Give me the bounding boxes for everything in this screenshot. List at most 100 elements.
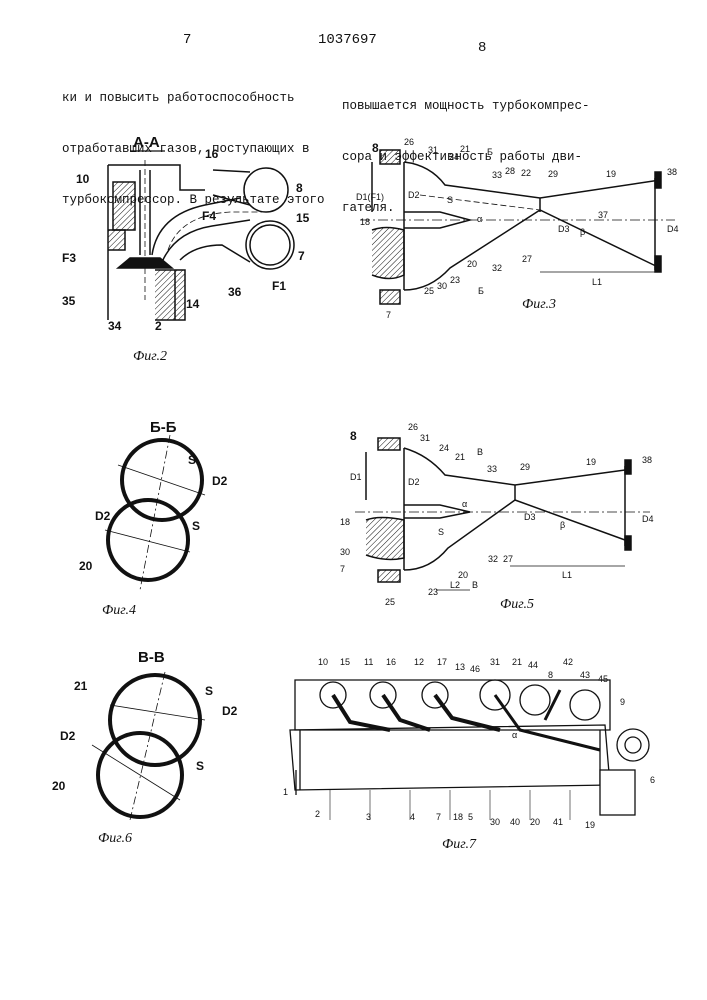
fig7-label: 42	[563, 657, 573, 667]
fig4-section-label: Б-Б	[150, 419, 177, 436]
fig5-label: 18	[340, 517, 350, 527]
fig3-label: 7	[386, 310, 391, 320]
fig7-label: 20	[530, 817, 540, 827]
fig5-label: В	[477, 447, 483, 457]
fig5-label: D3	[524, 512, 536, 522]
fig3-label: 37	[598, 210, 608, 220]
fig7-label: 21	[512, 657, 522, 667]
fig5-label: 26	[408, 422, 418, 432]
figure-7	[290, 680, 649, 820]
fig7-label: 19	[585, 820, 595, 830]
fig3-label: D3	[558, 224, 570, 234]
fig2-label: 34	[108, 319, 122, 333]
fig7-label: 6	[650, 775, 655, 785]
fig5-caption: Фиг.5	[500, 597, 534, 612]
fig6-label: D2	[222, 704, 238, 718]
fig5-label: D2	[408, 477, 420, 487]
fig2-caption: Фиг.2	[133, 349, 167, 364]
fig6-label: S	[205, 684, 213, 698]
fig5-label: 33	[487, 464, 497, 474]
fig3-label: Б	[478, 286, 484, 296]
figure-6	[92, 672, 205, 820]
fig2-label: 10	[76, 172, 90, 186]
fig3-label: 30	[437, 281, 447, 291]
fig3-label: D4	[667, 224, 679, 234]
fig6-label: 21	[74, 679, 88, 693]
fig5-label: 23	[428, 587, 438, 597]
fig3-label: 21	[460, 144, 470, 154]
fig7-label: 17	[437, 657, 447, 667]
fig3-label: 32	[492, 263, 502, 273]
fig6-caption: Фиг.6	[98, 831, 132, 846]
fig3-label: 31	[428, 145, 438, 155]
fig4-label: D2	[95, 509, 111, 523]
fig5-label: 20	[458, 570, 468, 580]
fig7-label: 46	[470, 664, 480, 674]
fig7-label: 30	[490, 817, 500, 827]
fig5-label: 21	[455, 452, 465, 462]
fig3-label: D2	[408, 190, 420, 200]
fig5-label: β	[560, 520, 565, 530]
fig5-label: L2	[450, 580, 460, 590]
fig3-label: 33	[492, 170, 502, 180]
fig3-label: 38	[667, 167, 677, 177]
fig2-label: F4	[202, 209, 216, 223]
fig5-label: 27	[503, 554, 513, 564]
fig3-label: 24	[449, 152, 459, 162]
fig5-label: 19	[586, 457, 596, 467]
fig7-label: 43	[580, 670, 590, 680]
fig5-label: 7	[340, 564, 345, 574]
fig3-label: 18	[360, 217, 370, 227]
fig7-label: 13	[455, 662, 465, 672]
fig5-label: D4	[642, 514, 654, 524]
fig7-label: 31	[490, 657, 500, 667]
fig6-label: 20	[52, 779, 66, 793]
fig7-label: 41	[553, 817, 563, 827]
fig2-label: 2	[155, 319, 162, 333]
fig4-label: S	[192, 519, 200, 533]
fig7-label: 4	[410, 812, 415, 822]
fig3-label: 26	[404, 137, 414, 147]
fig7-label: 15	[340, 657, 350, 667]
fig3-caption: Фиг.3	[522, 297, 556, 312]
fig5-label: 25	[385, 597, 395, 607]
fig4-label: S	[188, 453, 196, 467]
figure-2	[108, 160, 294, 320]
fig3-label: β	[580, 227, 585, 237]
fig2-section-label: А-А	[133, 134, 160, 151]
fig7-label: 11	[364, 657, 373, 667]
fig3-label: 28	[505, 166, 515, 176]
fig3-label: 27	[522, 254, 532, 264]
fig4-caption: Фиг.4	[102, 603, 136, 618]
fig7-label: 12	[414, 657, 424, 667]
fig7-label: 5	[468, 812, 473, 822]
fig7-label: 44	[528, 660, 538, 670]
fig4-label: 20	[79, 559, 93, 573]
fig6-label: D2	[60, 729, 76, 743]
fig3-label: D1(F1)	[356, 192, 384, 202]
fig6-label: S	[196, 759, 204, 773]
fig4-label: D2	[212, 474, 228, 488]
fig3-label: L1	[592, 277, 602, 287]
fig2-label: F1	[272, 279, 286, 293]
fig3-label: 20	[467, 259, 477, 269]
fig7-label: 40	[510, 817, 520, 827]
fig3-label: 23	[450, 275, 460, 285]
fig7-label: 45	[598, 674, 608, 684]
fig5-label: 31	[420, 433, 430, 443]
fig3-label: S	[447, 195, 453, 205]
fig7-label: 3	[366, 812, 371, 822]
fig7-label: 7	[436, 812, 441, 822]
fig5-label: 8	[350, 429, 357, 443]
fig5-label: α	[462, 499, 467, 509]
fig5-label: В	[472, 580, 478, 590]
fig6-section-label: В-В	[138, 649, 165, 666]
fig5-label: 24	[439, 443, 449, 453]
fig2-label: 35	[62, 294, 76, 308]
fig5-label: 29	[520, 462, 530, 472]
fig3-label: 29	[548, 169, 558, 179]
fig5-label: 32	[488, 554, 498, 564]
fig5-label: 38	[642, 455, 652, 465]
fig7-label: 16	[386, 657, 396, 667]
